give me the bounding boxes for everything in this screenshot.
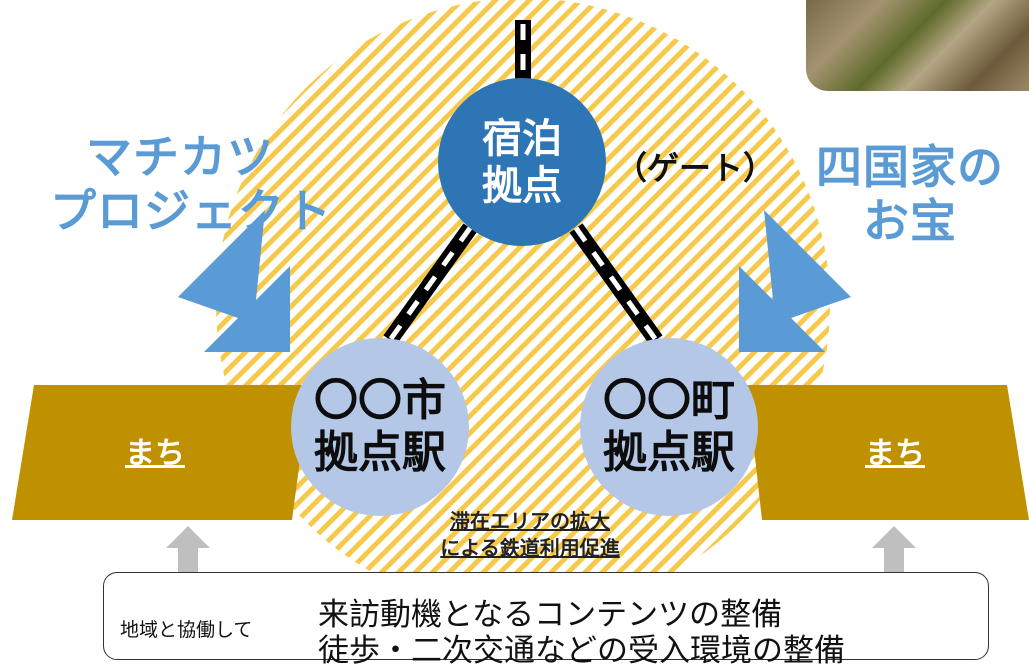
bottom-left-label: 地域と協働して xyxy=(120,619,253,641)
station-left-line2: 拠点駅 xyxy=(314,426,446,478)
right-title-line2: お宝 xyxy=(863,194,957,249)
hub-label: 宿泊 拠点 xyxy=(442,116,602,210)
arrow-right-blue xyxy=(739,210,851,352)
promo-line1: 滞在エリアの拡大 xyxy=(450,509,610,533)
promo-label: 滞在エリアの拡大 による鉄道利用促進 xyxy=(390,508,670,562)
left-title-line2: プロジェクト xyxy=(50,184,332,239)
arrow-left-gray xyxy=(166,526,210,574)
town-left-label: まち xyxy=(125,436,185,471)
gate-label: （ゲート） xyxy=(614,149,775,187)
arrow-right-gray xyxy=(872,526,916,574)
bottom-line1: 来訪動機となるコンテンツの整備 xyxy=(318,597,783,633)
station-right-label: 〇〇町 拠点駅 xyxy=(579,375,759,479)
hub-circle xyxy=(438,78,606,246)
hub-label-line1: 宿泊 xyxy=(482,116,562,162)
station-left-label: 〇〇市 拠点駅 xyxy=(290,375,470,479)
town-left-shape xyxy=(12,385,310,520)
bottom-note-box: 地域と協働して 来訪動機となるコンテンツの整備 徒歩・二次交通などの受入環境の整… xyxy=(103,572,989,669)
left-title-line1: マチカツ xyxy=(86,130,274,184)
station-right-line2: 拠点駅 xyxy=(603,426,735,478)
station-right-circle xyxy=(580,338,758,516)
hub-label-line2: 拠点 xyxy=(482,163,562,210)
moss-rock-photo xyxy=(806,0,1029,91)
arrow-left-blue xyxy=(178,210,290,352)
town-right-label: まち xyxy=(865,436,925,471)
station-left-line1: 〇〇市 xyxy=(314,375,446,426)
bottom-line2: 徒歩・二次交通などの受入環境の整備 xyxy=(318,633,845,669)
left-title: マチカツ プロジェクト xyxy=(50,130,332,239)
station-left-circle xyxy=(291,338,469,516)
right-title: 四国家の お宝 xyxy=(790,140,1029,249)
promo-line2: による鉄道利用促進 xyxy=(440,536,620,560)
town-right-shape xyxy=(747,385,1029,520)
right-title-line1: 四国家の xyxy=(816,140,1004,194)
station-right-line1: 〇〇町 xyxy=(603,375,735,426)
